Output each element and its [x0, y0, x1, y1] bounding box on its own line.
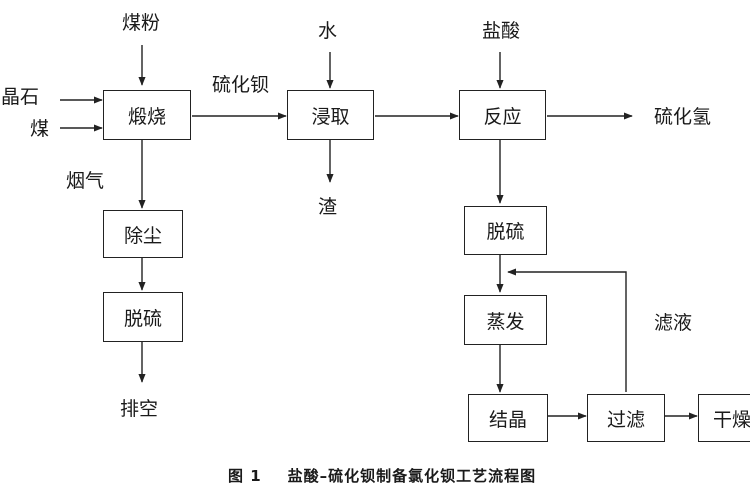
figure-number: 图 1	[228, 467, 262, 485]
label-filtrate: 滤液	[654, 312, 693, 334]
label-coal: 煤	[30, 118, 50, 140]
label-barium-sulfide: 硫化钡	[212, 74, 270, 96]
desulf1-box: 脱硫	[103, 292, 183, 342]
label-hcl: 盐酸	[482, 20, 521, 42]
filter-box: 过滤	[587, 394, 665, 442]
label-flue-gas: 烟气	[66, 170, 105, 192]
label-coal-powder: 煤粉	[122, 12, 161, 34]
crystallize-box: 结晶	[468, 394, 548, 442]
evaporate-box: 蒸发	[464, 295, 547, 345]
dry-box: 干燥	[698, 394, 750, 442]
label-h2s: 硫化氢	[654, 106, 712, 128]
arrow-filtrate-recycle	[507, 268, 627, 392]
desulf2-box: 脱硫	[464, 206, 547, 255]
dedust-box: 除尘	[103, 210, 183, 258]
figure-title: 盐酸–硫化钡制备氯化钡工艺流程图	[287, 467, 537, 485]
label-water: 水	[318, 20, 338, 42]
label-residue: 渣	[318, 196, 338, 218]
leach-box: 浸取	[287, 90, 374, 140]
figure-caption: 图 1 盐酸–硫化钡制备氯化钡工艺流程图	[228, 465, 536, 486]
label-barite: 重晶石	[0, 86, 40, 108]
react-box: 反应	[459, 90, 546, 140]
label-exhaust: 排空	[120, 398, 159, 420]
calcine-box: 煅烧	[103, 90, 191, 140]
